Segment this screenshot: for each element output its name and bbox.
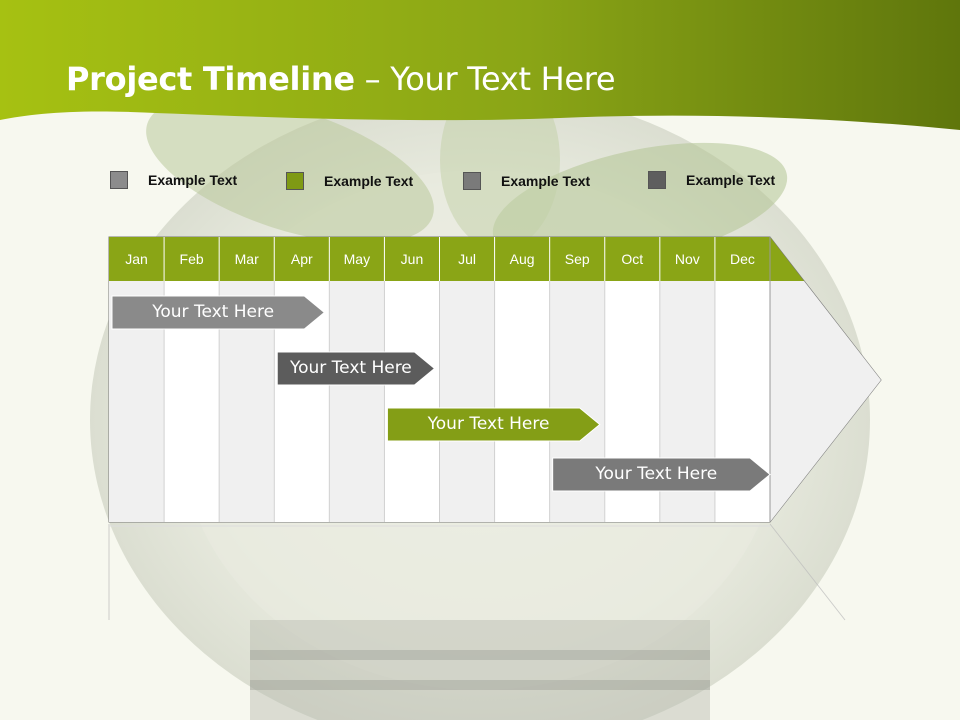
legend-swatch: [648, 171, 666, 189]
month-label-may: May: [343, 251, 371, 267]
month-column: [494, 281, 550, 522]
task-bar-label: Your Text Here: [595, 464, 718, 484]
month-label-dec: Dec: [729, 251, 755, 267]
month-column: [384, 281, 440, 522]
month-column: [439, 281, 495, 522]
month-label-jan: Jan: [125, 251, 148, 267]
month-label-nov: Nov: [674, 251, 700, 267]
month-label-jun: Jun: [400, 251, 424, 267]
arrow-tip: [770, 281, 881, 522]
task-bar-label: Your Text Here: [152, 302, 275, 322]
legend-label: Example Text: [324, 173, 414, 189]
legend-label: Example Text: [148, 172, 238, 188]
month-row: Jan Feb Mar Apr May Jun Jul Aug Sep Oct Nov Dec: [109, 237, 770, 281]
legend-swatch: [463, 172, 481, 190]
task-bar: [386, 407, 601, 442]
month-label-oct: Oct: [621, 251, 644, 267]
month-header-band: [109, 237, 804, 281]
legend-label: Example Text: [501, 173, 591, 189]
task-bar-label: Your Text Here: [289, 358, 412, 378]
month-label-aug: Aug: [509, 251, 535, 267]
page-title: Project Timeline – Your Text Here: [66, 60, 616, 98]
month-label-feb: Feb: [179, 251, 204, 267]
legend-swatch: [286, 172, 304, 190]
month-label-apr: Apr: [290, 251, 313, 267]
task-bar: [552, 457, 771, 492]
month-column: [329, 281, 385, 522]
task-bar-label: Your Text Here: [427, 414, 550, 434]
title-bold: Project Timeline: [66, 60, 355, 98]
task-bar: [276, 351, 436, 386]
legend-swatch: [110, 171, 128, 189]
month-label-jul: Jul: [458, 251, 476, 267]
title-rest: – Your Text Here: [354, 60, 616, 98]
month-label-mar: Mar: [234, 251, 259, 267]
task-bar: [111, 295, 326, 330]
legend-label: Example Text: [686, 172, 776, 188]
month-label-sep: Sep: [564, 251, 590, 267]
